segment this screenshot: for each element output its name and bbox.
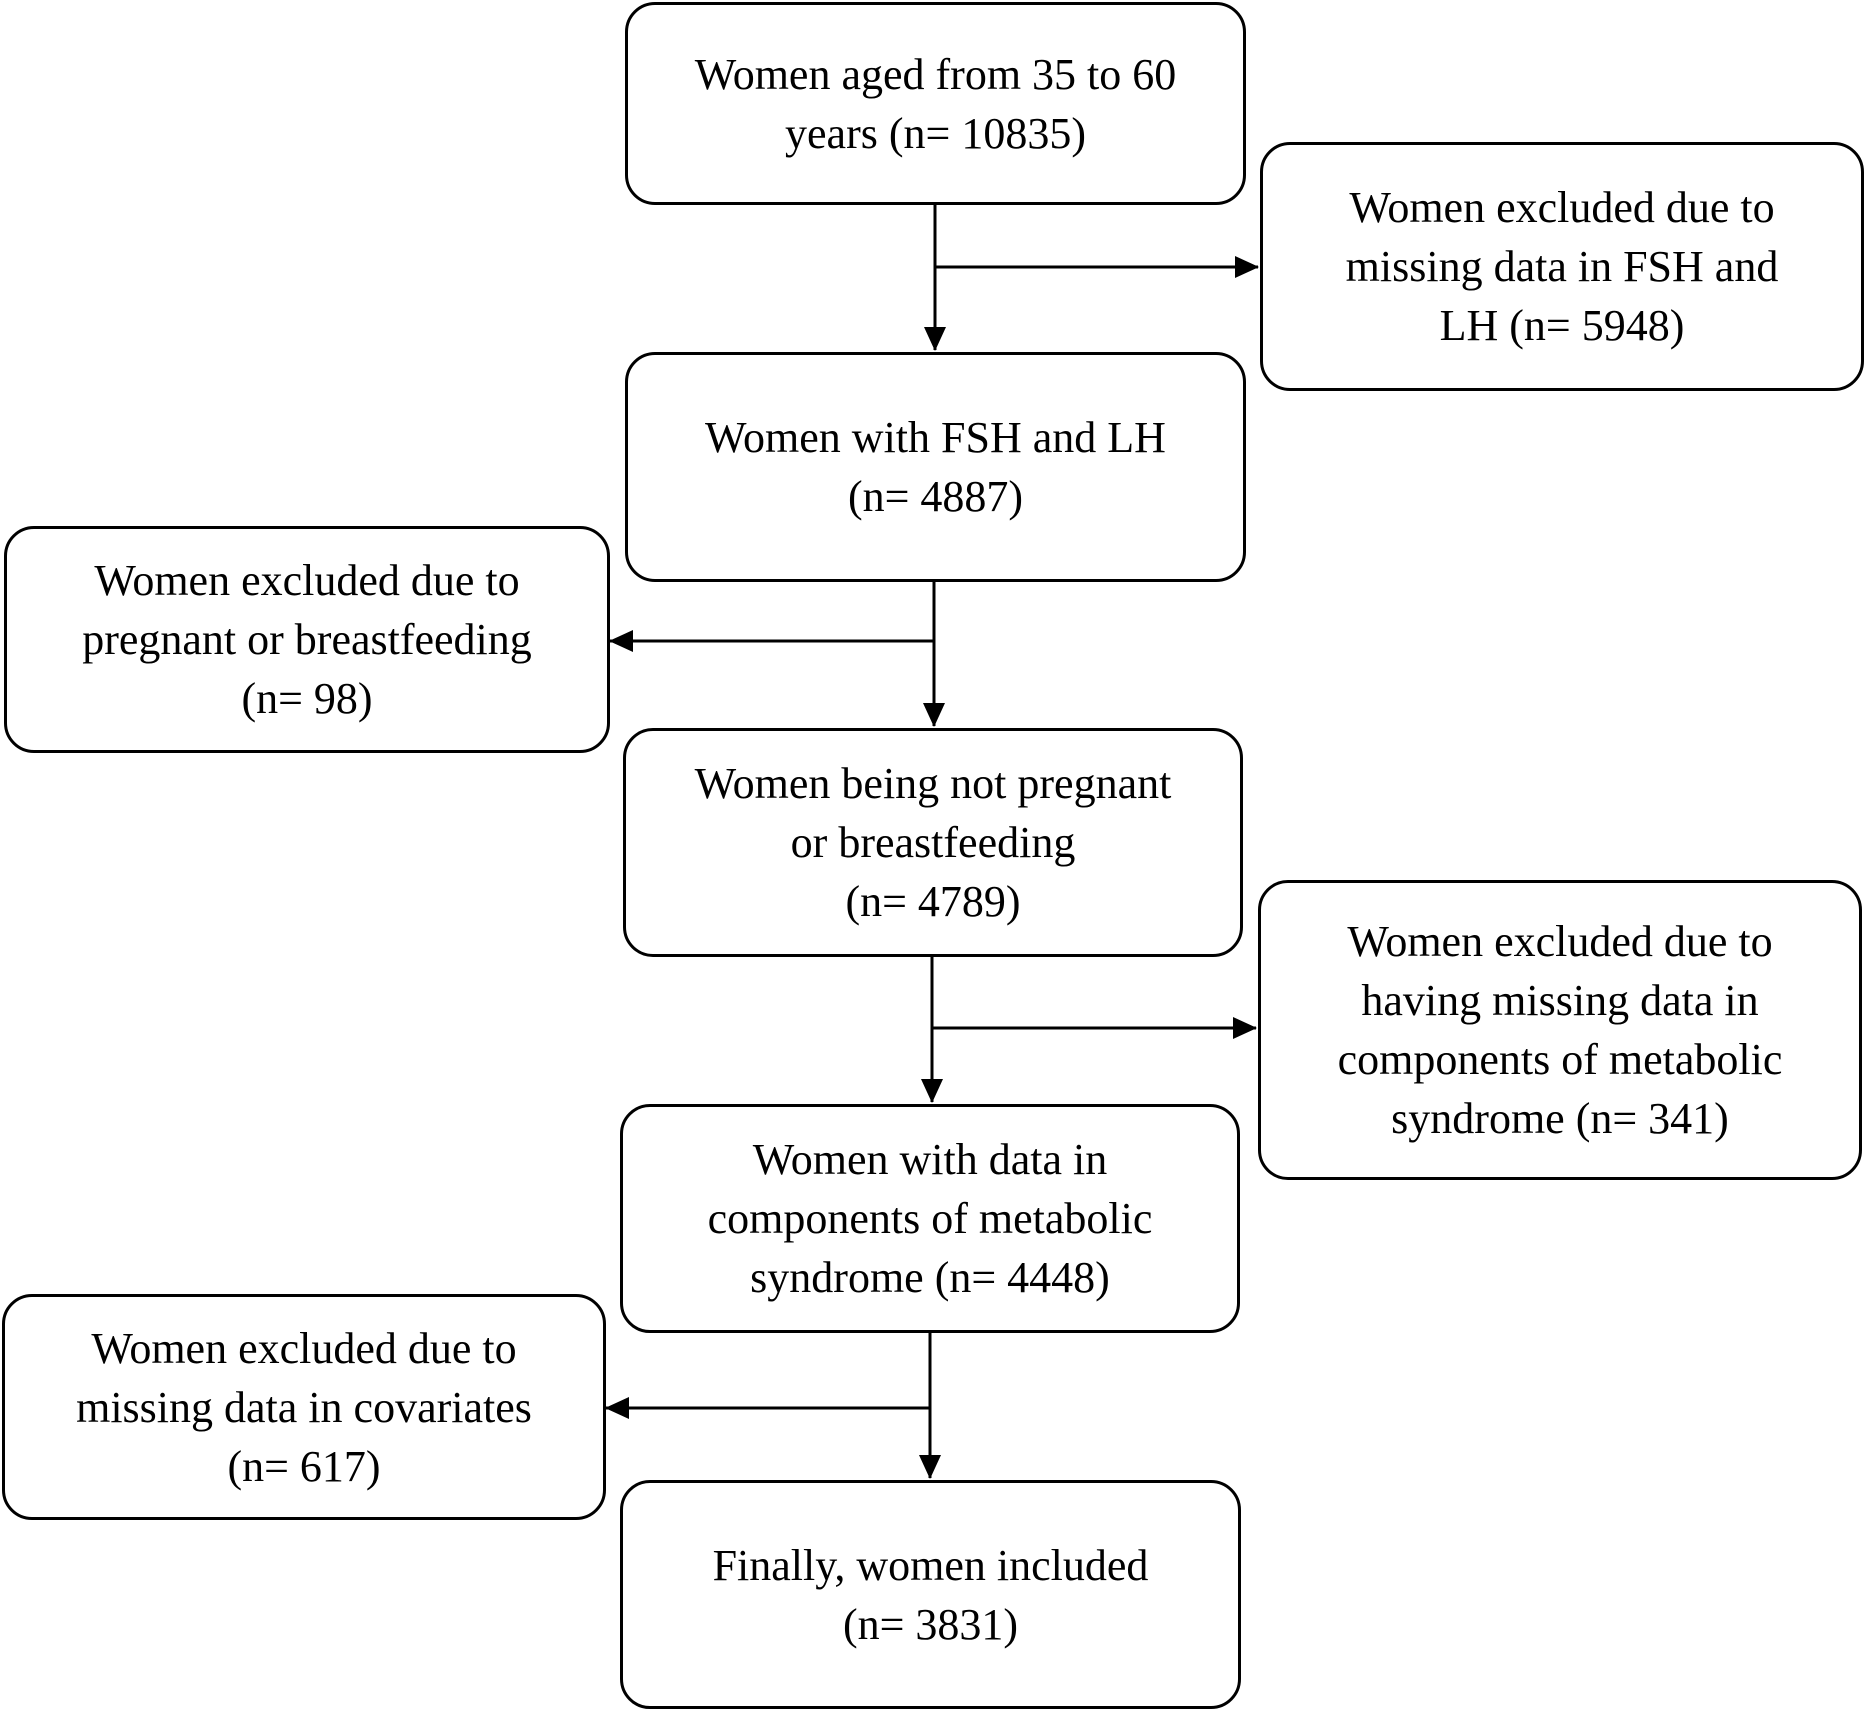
box-line: syndrome (n= 4448) <box>750 1253 1110 1302</box>
excluded-box-metabolic: Women excluded due to having missing dat… <box>1258 880 1862 1180</box>
box-line: syndrome (n= 341) <box>1391 1094 1729 1143</box>
flow-box-final: Finally, women included (n= 3831) <box>620 1480 1241 1709</box>
box-line: (n= 4789) <box>845 877 1021 926</box>
box-line: components of metabolic <box>707 1194 1153 1243</box>
box-line: Women excluded due to <box>91 1323 517 1373</box>
box-line: components of metabolic <box>1337 1035 1783 1084</box>
box-line: or breastfeeding <box>790 818 1076 867</box>
box-line: years (n= 10835) <box>785 108 1086 158</box>
flow-box-not-pregnant: Women being not pregnant or breastfeedin… <box>623 728 1243 957</box>
box-line: (n= 98) <box>241 674 373 723</box>
box-line: having missing data in <box>1361 976 1759 1025</box>
flow-box-metabolic: Women with data in components of metabol… <box>620 1104 1240 1333</box>
excluded-box-pregnant: Women excluded due to pregnant or breast… <box>4 526 610 753</box>
box-line: Women with data in <box>752 1135 1108 1184</box>
box-line: Women aged from 35 to 60 <box>694 49 1177 99</box>
excluded-box-covariates: Women excluded due to missing data in co… <box>2 1294 606 1520</box>
box-line: (n= 3831) <box>842 1599 1019 1649</box>
box-line: Women being not pregnant <box>694 759 1172 808</box>
flow-box-fsh-lh: Women with FSH and LH (n= 4887) <box>625 352 1246 582</box>
box-line: Women excluded due to <box>94 556 520 605</box>
flow-box-start: Women aged from 35 to 60 years (n= 10835… <box>625 2 1246 205</box>
box-line: Finally, women included <box>712 1540 1149 1590</box>
box-line: Women excluded due to <box>1349 183 1775 232</box>
box-line: Women excluded due to <box>1347 917 1773 966</box>
box-line: pregnant or breastfeeding <box>82 615 532 664</box>
box-line: Women with FSH and LH <box>705 413 1166 462</box>
box-line: missing data in FSH and <box>1345 242 1779 291</box>
box-line: (n= 617) <box>227 1441 381 1491</box>
box-line: (n= 4887) <box>847 472 1024 521</box>
box-line: LH (n= 5948) <box>1439 301 1685 350</box>
box-line: missing data in covariates <box>76 1382 532 1432</box>
excluded-box-fsh-lh: Women excluded due to missing data in FS… <box>1260 142 1864 391</box>
